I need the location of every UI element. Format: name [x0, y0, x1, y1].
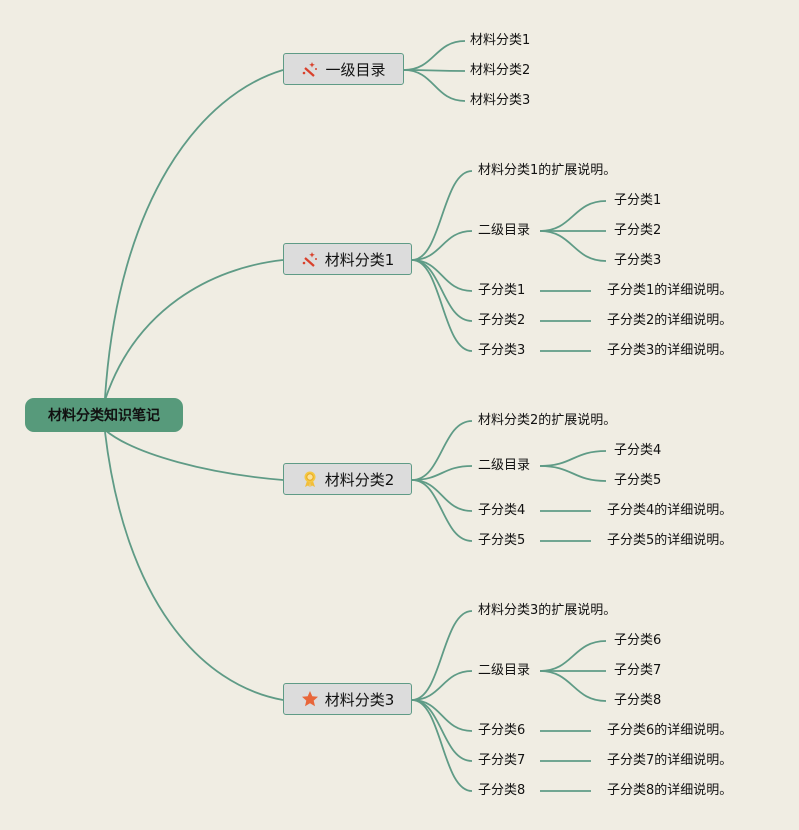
- root-branch-connector: [104, 259, 284, 401]
- detail-label[interactable]: 子分类4: [478, 503, 526, 518]
- detail-label[interactable]: 子分类8: [478, 783, 526, 798]
- child-node[interactable]: 材料分类1: [470, 33, 531, 48]
- magic-wand-icon: [301, 60, 319, 78]
- sub-directory-node[interactable]: 二级目录: [478, 663, 531, 678]
- root-label: 材料分类知识笔记: [48, 408, 160, 424]
- sub-item-node[interactable]: 子分类7: [614, 663, 662, 678]
- detail-text[interactable]: 子分类7的详细说明。: [607, 753, 733, 768]
- expansion-note[interactable]: 材料分类2的扩展说明。: [478, 413, 617, 428]
- connector: [411, 259, 473, 352]
- child-node[interactable]: 材料分类2: [470, 63, 531, 78]
- connector: [411, 670, 473, 701]
- connector: [411, 699, 473, 732]
- detail-text[interactable]: 子分类8的详细说明。: [607, 783, 733, 798]
- branch-label: 一级目录: [325, 60, 386, 79]
- sub-directory-node[interactable]: 二级目录: [478, 458, 531, 473]
- branch-node[interactable]: 材料分类2: [283, 463, 412, 495]
- branch-label: 材料分类1: [324, 250, 395, 269]
- connector: [411, 465, 473, 481]
- connector: [539, 640, 607, 672]
- detail-label[interactable]: 子分类2: [478, 313, 526, 328]
- sub-item-node[interactable]: 子分类6: [614, 633, 662, 648]
- connector: [411, 230, 473, 261]
- connector: [539, 200, 607, 232]
- sub-item-node[interactable]: 子分类1: [614, 193, 662, 208]
- detail-label[interactable]: 子分类7: [478, 753, 526, 768]
- connector: [411, 479, 473, 542]
- connector: [411, 699, 473, 792]
- branch-node[interactable]: 材料分类1: [283, 243, 412, 275]
- connector: [403, 40, 466, 71]
- sub-item-node[interactable]: 子分类2: [614, 223, 662, 238]
- detail-label[interactable]: 子分类1: [478, 283, 526, 298]
- detail-text[interactable]: 子分类6的详细说明。: [607, 723, 733, 738]
- detail-text[interactable]: 子分类2的详细说明。: [607, 313, 733, 328]
- root-node[interactable]: 材料分类知识笔记: [25, 398, 183, 432]
- root-branch-connector: [104, 429, 284, 481]
- connector: [411, 479, 473, 512]
- detail-text[interactable]: 子分类1的详细说明。: [607, 283, 733, 298]
- branch-label: 材料分类3: [324, 690, 395, 709]
- root-branch-connector: [104, 431, 284, 701]
- connector: [411, 170, 473, 261]
- star-icon: [301, 690, 319, 708]
- connector: [539, 230, 607, 262]
- branch-node[interactable]: 一级目录: [283, 53, 404, 85]
- connector: [539, 465, 607, 482]
- connector: [539, 450, 607, 467]
- magic-wand-icon: [301, 250, 319, 268]
- detail-label[interactable]: 子分类3: [478, 343, 526, 358]
- detail-text[interactable]: 子分类4的详细说明。: [607, 503, 733, 518]
- detail-label[interactable]: 子分类5: [478, 533, 526, 548]
- connector: [539, 670, 607, 702]
- sub-item-node[interactable]: 子分类8: [614, 693, 662, 708]
- sub-item-node[interactable]: 子分类5: [614, 473, 662, 488]
- award-medal-icon: [301, 470, 319, 488]
- connector: [411, 420, 473, 481]
- detail-label[interactable]: 子分类6: [478, 723, 526, 738]
- expansion-note[interactable]: 材料分类1的扩展说明。: [478, 163, 617, 178]
- connector: [411, 259, 473, 292]
- sub-item-node[interactable]: 子分类3: [614, 253, 662, 268]
- detail-text[interactable]: 子分类5的详细说明。: [607, 533, 733, 548]
- sub-item-node[interactable]: 子分类4: [614, 443, 662, 458]
- connector: [411, 610, 473, 701]
- sub-directory-node[interactable]: 二级目录: [478, 223, 531, 238]
- detail-text[interactable]: 子分类3的详细说明。: [607, 343, 733, 358]
- expansion-note[interactable]: 材料分类3的扩展说明。: [478, 603, 617, 618]
- child-node[interactable]: 材料分类3: [470, 93, 531, 108]
- connector: [403, 69, 466, 102]
- root-branch-connector: [104, 69, 284, 399]
- branch-label: 材料分类2: [324, 470, 395, 489]
- branch-node[interactable]: 材料分类3: [283, 683, 412, 715]
